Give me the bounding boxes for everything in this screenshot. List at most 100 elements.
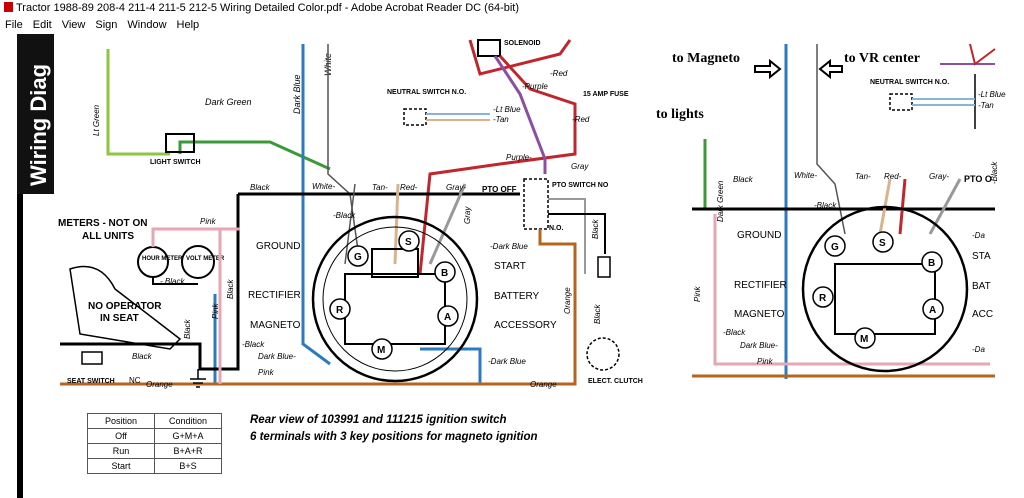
term-m: M	[377, 345, 385, 356]
hour-meter-label: HOUR METER	[142, 256, 183, 262]
pink3-label: Pink	[258, 368, 275, 377]
table-header: Position	[87, 413, 155, 429]
zoom-tan-r: -Tan	[978, 101, 994, 110]
zoom-r-acc: ACC	[972, 309, 993, 320]
purple-label: -Purple	[522, 82, 548, 91]
zoom-term-b: B	[928, 258, 935, 269]
zoom-ignition-outline	[801, 205, 969, 373]
solenoid-symbol	[477, 39, 501, 57]
orange-label: Orange	[146, 380, 173, 389]
table-row: Run B+A+R	[87, 443, 222, 459]
menu-bar: File Edit View Sign Window Help	[0, 16, 715, 34]
zoom-black: Black	[733, 175, 754, 184]
pink-label: Pink	[200, 217, 217, 226]
black-dash-label: -Black	[333, 211, 356, 220]
all-units-label: ALL UNITS	[82, 231, 134, 242]
orange-v-label: Orange	[563, 287, 572, 314]
zoom-pink: Pink	[757, 357, 774, 366]
menu-window[interactable]: Window	[127, 19, 167, 31]
to-lights-label: to lights	[656, 107, 704, 122]
accessory-label: ACCESSORY	[494, 320, 557, 331]
zoom-r-black: -Black	[990, 161, 999, 184]
seat-symbol	[69, 265, 182, 350]
zoom-term-r: R	[819, 293, 827, 304]
black4-label: Black	[132, 352, 153, 361]
hour-meter-symbol	[137, 246, 169, 278]
document-view[interactable]: Wiring Diag Lt Green Dark Green LIGHT SW…	[0, 34, 1024, 498]
term-g: G	[354, 252, 362, 263]
gray-label: Gray	[571, 162, 589, 171]
pto-switch-label: PTO SWITCH NO	[552, 182, 609, 189]
zoom-ground: GROUND	[737, 230, 781, 241]
term-a: A	[444, 312, 451, 323]
dark-blue2-label: Dark Blue-	[258, 352, 296, 361]
zoom-black2: -Black	[814, 201, 837, 210]
page-left-edge	[17, 34, 23, 498]
solenoid-label: SOLENOID	[504, 40, 541, 47]
dark-blue-b-label: -Dark Blue	[488, 357, 526, 366]
black2-label: -Black	[242, 340, 265, 349]
condition-table: Position Condition Off G+M+A Run B+A+R S…	[87, 413, 222, 474]
term-r: R	[336, 305, 344, 316]
caption-line-2: 6 terminals with 3 key positions for mag…	[250, 431, 538, 443]
black-r-label: Black	[591, 218, 600, 239]
vertical-title: Wiring Diag	[26, 64, 51, 186]
connector-symbol	[597, 256, 611, 278]
zoom-lt-blue: -Lt Blue	[978, 90, 1006, 99]
zoom-r-sta: STA	[972, 251, 991, 262]
diagram-caption: Rear view of 103991 and 111215 ignition …	[250, 412, 538, 446]
ignition-switch-outline	[311, 215, 479, 383]
window-title-bar: Tractor 1988-89 208-4 211-4 211-5 212-5 …	[0, 0, 719, 16]
gray2-label: Gray-	[446, 183, 466, 192]
start-label: START	[494, 261, 526, 272]
menu-sign[interactable]: Sign	[95, 19, 118, 31]
menu-view[interactable]: View	[61, 19, 86, 31]
fuse-label: 15 AMP FUSE	[583, 91, 629, 98]
term-b: B	[441, 268, 448, 279]
menu-help[interactable]: Help	[176, 19, 200, 31]
pto-switch-symbol	[523, 178, 549, 230]
zoom-r-da: -Da	[972, 231, 985, 240]
ground-label: GROUND	[256, 241, 300, 252]
volt-meter-symbol	[181, 245, 215, 279]
zoom-tan: Tan-	[855, 172, 871, 181]
caption-line-1: Rear view of 103991 and 111215 ignition …	[250, 414, 507, 426]
black-v2-label: Black	[593, 303, 602, 324]
black-v-label: Black	[226, 278, 235, 299]
to-vr-center-label: to VR center	[844, 51, 920, 66]
rectifier-label: RECTIFIER	[248, 290, 301, 301]
zoom-pink-v: Pink	[693, 285, 702, 302]
table-cell: Off	[87, 428, 155, 444]
magneto-label: MAGNETO	[250, 320, 301, 331]
red3-label: Red-	[400, 183, 418, 192]
table-cell: G+M+A	[154, 428, 222, 444]
light-switch-symbol	[165, 133, 195, 153]
light-switch-label: LIGHT SWITCH	[150, 159, 201, 166]
zoom-white: White-	[794, 171, 817, 180]
menu-edit[interactable]: Edit	[32, 19, 52, 31]
pto-no-label: N.O.	[549, 225, 563, 232]
window-title: Tractor 1988-89 208-4 211-4 211-5 212-5 …	[16, 2, 520, 14]
pto-off-label: PTO OFF	[482, 185, 517, 194]
black-top-label: Black	[250, 183, 271, 192]
table-row: Off G+M+A	[87, 428, 222, 444]
lt-green-label: Lt Green	[92, 104, 101, 136]
zoom-pto: PTO O	[964, 174, 992, 184]
meters-label: METERS - NOT ON	[58, 218, 147, 229]
table-cell: B+A+R	[154, 443, 222, 459]
table-cell: Run	[87, 443, 155, 459]
zoom-magneto: MAGNETO	[734, 309, 785, 320]
orange2-label: Orange	[530, 380, 557, 389]
neutral-switch-label: NEUTRAL SWITCH N.O.	[387, 89, 466, 96]
in-seat-label: IN SEAT	[100, 313, 139, 324]
menu-file[interactable]: File	[5, 19, 23, 31]
gray3-label: Gray	[463, 206, 472, 224]
zoom-red: Red-	[884, 172, 902, 181]
acrobat-icon	[4, 2, 13, 12]
table-cell: Start	[87, 458, 155, 474]
no-operator-label: NO OPERATOR	[88, 301, 162, 312]
table-cell: B+S	[154, 458, 222, 474]
clutch-symbol	[586, 337, 620, 371]
to-magneto-label: to Magneto	[672, 51, 741, 66]
dark-blue-r-label: -Dark Blue	[490, 242, 528, 251]
